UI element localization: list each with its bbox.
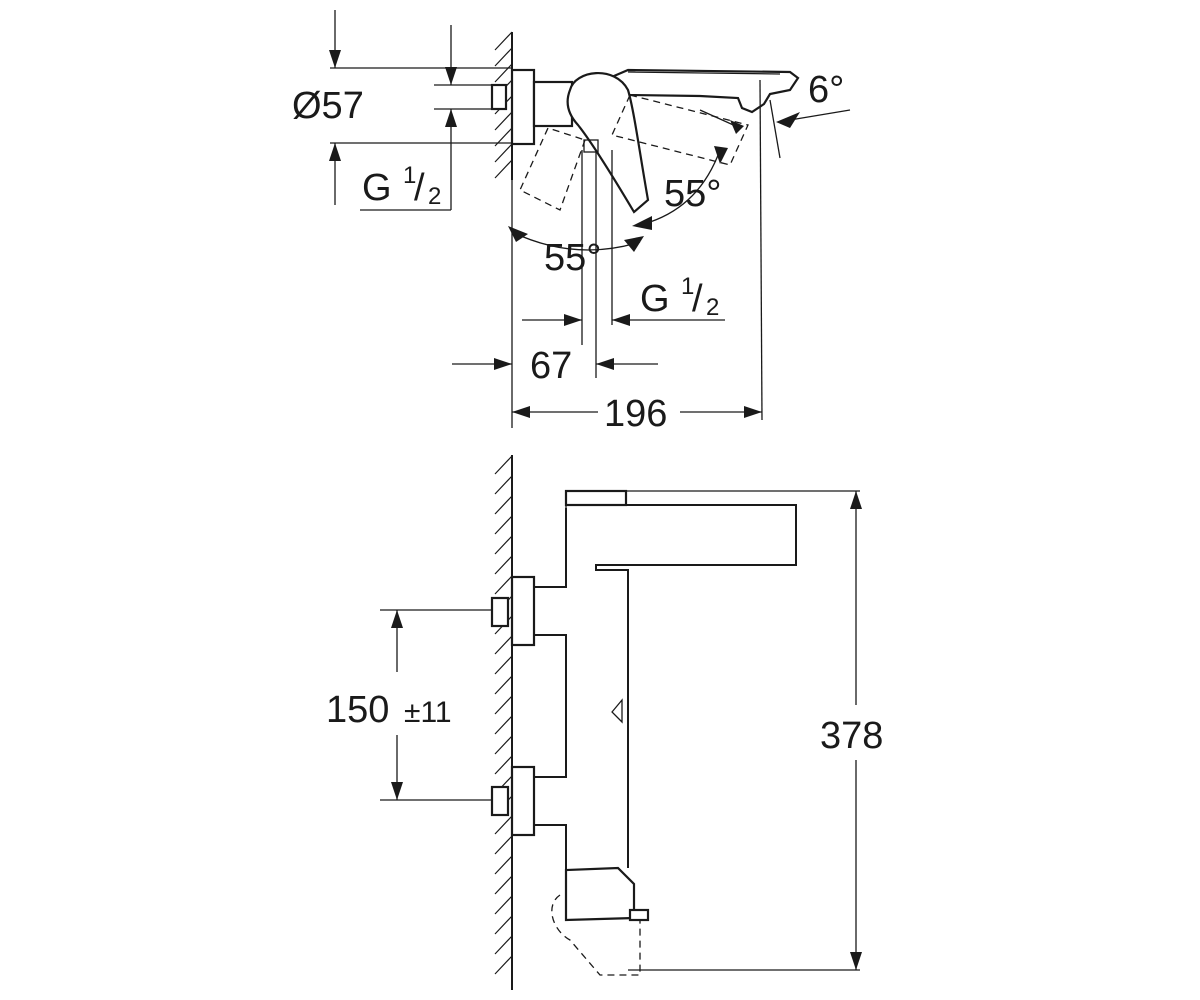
body-lower-arm [534, 824, 567, 870]
angle-right-label: 55° [664, 173, 721, 215]
diverter-icon [611, 698, 623, 724]
thread-left-num: 1 [403, 162, 416, 189]
lever-pivot [583, 139, 599, 153]
diverter-tab [628, 908, 650, 922]
mixer-body-side [566, 504, 797, 868]
connector-upper [490, 596, 510, 628]
diameter-label: Ø57 [292, 85, 364, 127]
angle55-right-arrow-bottom [632, 216, 652, 230]
dim-67-label: 67 [530, 345, 572, 387]
dim57-arrow-bottom [329, 143, 341, 161]
lever-ghost-right [611, 94, 749, 166]
dim378-arrow-bottom [850, 952, 862, 970]
angle6-leader [789, 109, 851, 121]
angle55-left-arc [511, 231, 641, 251]
thread-right-num: 1 [681, 273, 694, 300]
lever-top [566, 72, 650, 214]
angle55-right-arrow-top [714, 146, 728, 164]
thread-left-g: G [362, 167, 392, 209]
dim-378-label: 378 [820, 715, 883, 757]
body-connector-pipe [534, 634, 567, 778]
rosette-lower [510, 765, 536, 837]
angle55-left-arrow-r [624, 236, 644, 252]
angle-small-label: 6° [808, 69, 844, 111]
diverter-ghost [551, 894, 641, 976]
dim-tolerance-label: ±11 [404, 696, 452, 729]
dim67-arrow-right [596, 358, 614, 370]
dim150-arrow-bottom [391, 782, 403, 800]
dim196-arrow-left [512, 406, 530, 418]
dim196-ext-right [759, 79, 763, 421]
dim-150-label: 150 [326, 689, 389, 731]
dim-196-label: 196 [604, 393, 667, 435]
angle6-ref-line [769, 99, 781, 159]
spout-top [597, 68, 800, 114]
angle55-left-arrow-l [508, 226, 528, 242]
angle6-arrow-right [776, 112, 800, 128]
thread-right-slash: / [692, 278, 703, 320]
lever-ghost-left [519, 127, 586, 211]
thread-left-slash: / [414, 167, 425, 209]
spout-edge [627, 71, 781, 75]
thread-right-g: G [640, 278, 670, 320]
angle55-right-arc [649, 149, 721, 223]
wall-hatching-side [494, 455, 513, 975]
side-view: 150 ±11 378 [326, 455, 883, 990]
connector-lower [490, 785, 510, 817]
dim150-arrow-top [391, 610, 403, 628]
thread2-arrow-right [612, 314, 630, 326]
diverter-knob [564, 866, 636, 922]
thread2-arrow-left [564, 314, 582, 326]
thread-arrow-bottom [445, 109, 457, 127]
wall-rosette-top [510, 68, 536, 146]
dim57-arrow-top [329, 50, 341, 68]
mixer-body-top [532, 80, 574, 128]
body-upper-arm [534, 508, 567, 588]
dim378-arrow-top [850, 491, 862, 509]
thread-arrow-top [445, 67, 457, 85]
dim67-arrow-left [494, 358, 512, 370]
angle6-arrow-left [730, 120, 744, 134]
connector-nut-top [490, 83, 508, 111]
thread-left-den: 2 [428, 183, 441, 210]
top-view: Ø57 G 1 / 2 6° 55° 55° [292, 10, 851, 435]
dim196-arrow-right [744, 406, 762, 418]
rosette-upper [510, 575, 536, 647]
lever-cap-side [564, 489, 628, 507]
thread-right-den: 2 [706, 294, 719, 321]
angle-left-label: 55° [544, 237, 601, 279]
